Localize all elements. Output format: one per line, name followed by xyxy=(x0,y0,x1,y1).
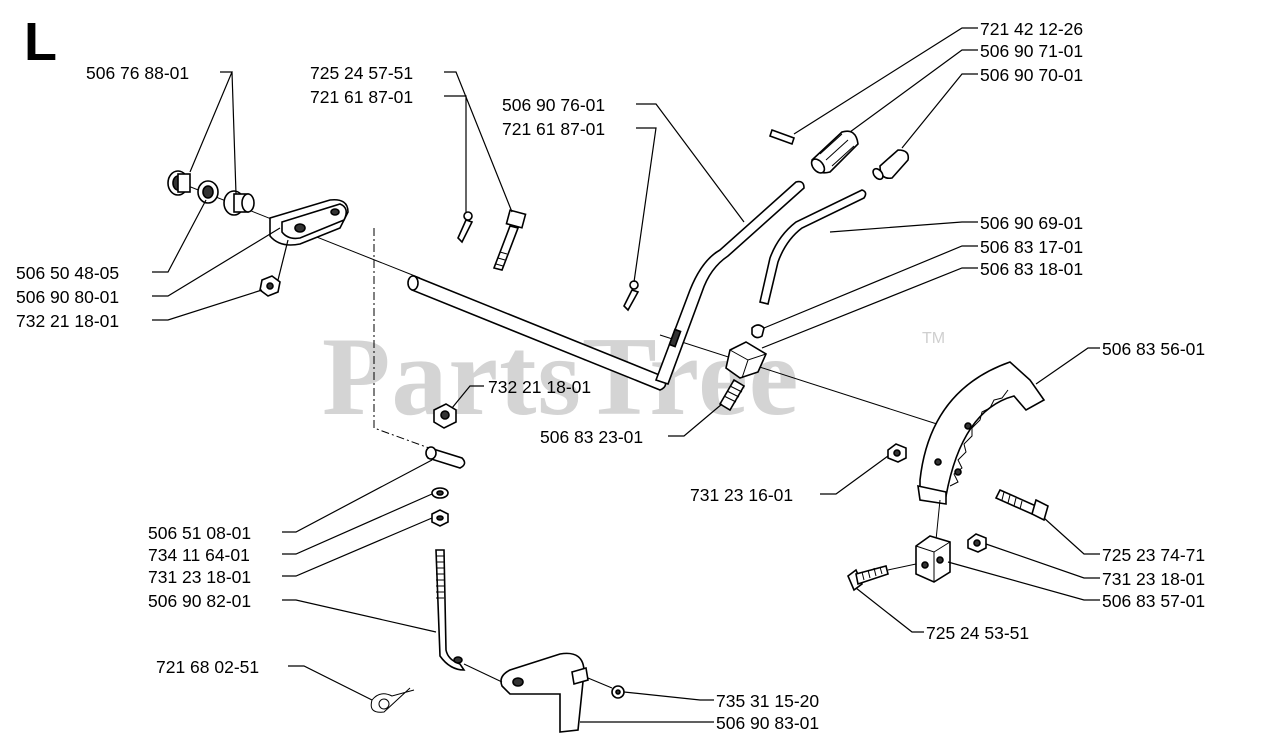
part-label-725-24-53-51: 725 24 53-51 xyxy=(926,623,1029,643)
part-label-506-90-69-01: 506 90 69-01 xyxy=(980,213,1083,233)
washer-part xyxy=(197,180,219,204)
hairpin-clip-part xyxy=(370,687,415,713)
cotter-pin-part-2 xyxy=(623,280,640,312)
assembly-axis-right xyxy=(659,334,941,426)
part-label-506-83-56-01: 506 83 56-01 xyxy=(1102,339,1205,359)
part-label-721-61-87-01: 721 61 87-01 xyxy=(310,87,413,107)
part-label-725-24-57-51: 725 24 57-51 xyxy=(310,63,413,83)
nut-part-lower xyxy=(431,509,449,527)
clevis-pin-part xyxy=(425,446,466,469)
part-label-731-23-16-01: 731 23 16-01 xyxy=(690,485,793,505)
part-label-506-90-71-01: 506 90 71-01 xyxy=(980,41,1083,61)
roll-pin-part xyxy=(768,128,796,146)
part-label-506-83-57-01: 506 83 57-01 xyxy=(1102,591,1205,611)
nut-part-center xyxy=(433,403,457,429)
part-label-721-61-87-01-b: 721 61 87-01 xyxy=(502,119,605,139)
part-labels: 506 76 88-01 506 50 48-05 506 90 80-01 7… xyxy=(16,19,1205,733)
rod-part xyxy=(759,189,867,305)
bracket-part xyxy=(269,198,349,246)
part-label-506-76-88-01: 506 76 88-01 xyxy=(86,63,189,83)
bracket-plate-part xyxy=(500,652,589,733)
part-label-732-21-18-01-b: 732 21 18-01 xyxy=(488,377,591,397)
bushing-part-2 xyxy=(223,190,255,216)
threaded-rod-part xyxy=(435,549,466,671)
part-label-506-90-80-01: 506 90 80-01 xyxy=(16,287,119,307)
part-label-506-90-70-01: 506 90 70-01 xyxy=(980,65,1083,85)
part-label-506-83-18-01: 506 83 18-01 xyxy=(980,259,1083,279)
part-label-506-83-17-01: 506 83 17-01 xyxy=(980,237,1083,257)
axis-link-clip xyxy=(587,677,613,689)
bottom-block-part xyxy=(915,535,951,583)
part-label-732-21-18-01: 732 21 18-01 xyxy=(16,311,119,331)
grip-part xyxy=(810,130,859,174)
part-label-735-31-15-20: 735 31 15-20 xyxy=(716,691,819,711)
part-label-506-50-48-05: 506 50 48-05 xyxy=(16,263,119,283)
watermark-trademark: TM xyxy=(922,330,945,347)
knob-part xyxy=(872,149,910,181)
part-label-506-90-76-01: 506 90 76-01 xyxy=(502,95,605,115)
bolt-part xyxy=(492,209,527,271)
part-label-506-90-82-01: 506 90 82-01 xyxy=(148,591,251,611)
axis-link-gear xyxy=(935,499,941,541)
part-label-721-68-02-51: 721 68 02-51 xyxy=(156,657,259,677)
nut-part-block xyxy=(967,533,987,553)
parts-drawing xyxy=(167,128,1049,733)
nut-part-gear xyxy=(887,443,907,463)
e-clip-part xyxy=(611,685,625,699)
assembly-axis-vertical xyxy=(373,228,441,453)
spring-part xyxy=(718,378,746,412)
washer-part-lower xyxy=(431,487,449,499)
part-label-721-42-12-26: 721 42 12-26 xyxy=(980,19,1083,39)
section-letter: L xyxy=(24,12,57,72)
bolt-part-gear xyxy=(994,488,1049,522)
nut-part-left xyxy=(259,275,281,297)
axis-link-bottom xyxy=(463,663,503,683)
part-label-725-23-74-71: 725 23 74-71 xyxy=(1102,545,1205,565)
gear-segment-part xyxy=(917,361,1046,505)
leader-lines xyxy=(152,27,1100,723)
bolt-part-block xyxy=(847,565,889,592)
part-label-731-23-18-01: 731 23 18-01 xyxy=(1102,569,1205,589)
part-label-734-11-64-01: 734 11 64-01 xyxy=(148,545,250,565)
part-label-506-90-83-01: 506 90 83-01 xyxy=(716,713,819,733)
part-label-506-51-08-01: 506 51 08-01 xyxy=(148,523,251,543)
axis-link-block xyxy=(887,563,917,571)
cotter-pin-part xyxy=(457,211,474,244)
lever-arm xyxy=(654,180,805,386)
bushing-part xyxy=(167,170,191,196)
part-label-731-23-18-01-b: 731 23 18-01 xyxy=(148,567,251,587)
part-label-506-83-23-01: 506 83 23-01 xyxy=(540,427,643,447)
cap-part xyxy=(751,324,765,339)
block-part xyxy=(725,341,768,379)
